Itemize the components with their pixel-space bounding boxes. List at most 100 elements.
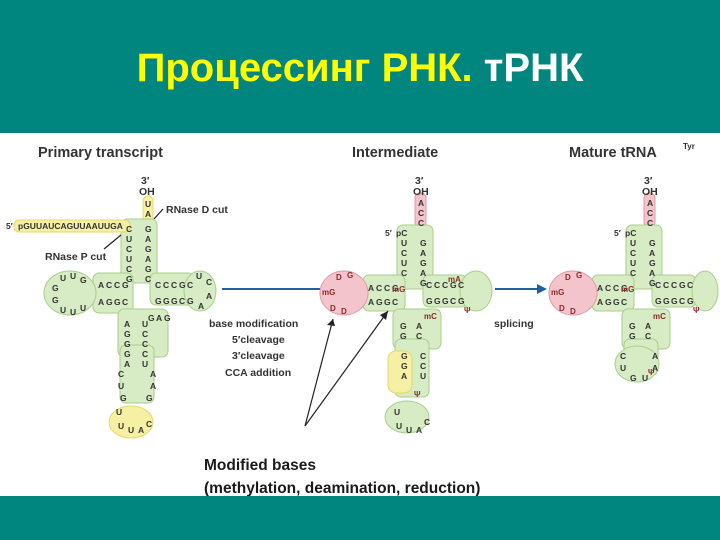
svg-text:Ψ: Ψ (693, 306, 700, 315)
svg-text:A: A (416, 425, 422, 435)
svg-text:G: G (155, 296, 162, 306)
svg-text:C: C (206, 277, 212, 287)
svg-text:A: A (368, 297, 374, 307)
svg-text:A: A (649, 268, 655, 278)
svg-text:C: C (450, 296, 456, 306)
modified-pointer-2-head (380, 311, 388, 320)
svg-text:D: D (565, 273, 571, 282)
intermediate-d-loop (319, 270, 369, 316)
svg-text:mG: mG (392, 285, 405, 294)
anticodon-stem (119, 344, 155, 404)
svg-text:U: U (142, 319, 148, 329)
svg-text:U: U (196, 271, 202, 281)
step-3-cleavage: 3′cleavage (232, 350, 285, 362)
svg-text:G: G (663, 296, 670, 306)
svg-text:G: G (401, 351, 408, 361)
svg-text:C: C (418, 218, 424, 228)
diagram-panel: Primary transcript Intermediate Mature t… (0, 133, 720, 496)
intermediate-acceptor-stem (396, 224, 434, 290)
step-cca-addition: CCA addition (225, 367, 291, 379)
svg-text:G: G (126, 274, 133, 284)
svg-text:U: U (620, 363, 626, 373)
rnase-d-label: RNase D cut (166, 204, 228, 216)
slide-title: Процессинг РНК. тРНК (0, 40, 720, 96)
svg-text:G: G (450, 280, 457, 290)
svg-text:A: A (198, 301, 204, 311)
intermediate-label: Intermediate (352, 145, 438, 161)
leader-highlight (13, 219, 131, 233)
t-loop (183, 270, 217, 312)
svg-text:U: U (396, 421, 402, 431)
svg-text:U: U (116, 407, 122, 417)
svg-text:G: G (392, 283, 399, 293)
svg-text:U: U (394, 407, 400, 417)
svg-text:G: G (649, 258, 656, 268)
svg-text:A: A (420, 248, 426, 258)
primary-three-prime: 3′ (141, 175, 150, 187)
intermediate-three-prime: 3′ (415, 175, 424, 187)
leader-sequence: pGUUAUCAGUUAAUUGA (18, 221, 123, 231)
anticodon-loop-highlight (108, 405, 154, 439)
svg-text:C: C (620, 351, 626, 361)
svg-text:C: C (671, 280, 677, 290)
svg-text:C: C (187, 280, 193, 290)
svg-text:mG: mG (322, 288, 335, 297)
svg-text:G: G (146, 393, 153, 403)
svg-text:C: C (179, 296, 185, 306)
svg-text:U: U (642, 373, 648, 383)
svg-text:A: A (645, 321, 651, 331)
svg-text:Ψ: Ψ (464, 306, 471, 315)
svg-text:G: G (384, 297, 391, 307)
intermediate-t-loop (459, 270, 493, 312)
rnase-p-label: RNase P cut (45, 251, 107, 263)
svg-text:U: U (630, 238, 636, 248)
svg-text:G: G (649, 238, 656, 248)
svg-text:G: G (629, 321, 636, 331)
rnase-p-pointer (103, 234, 122, 250)
svg-text:G: G (420, 258, 427, 268)
svg-text:G: G (376, 297, 383, 307)
svg-text:U: U (60, 305, 66, 315)
svg-text:C: C (126, 244, 132, 254)
svg-text:C: C (630, 268, 636, 278)
svg-text:U: U (420, 371, 426, 381)
svg-text:U: U (118, 381, 124, 391)
svg-text:C: C (426, 280, 432, 290)
mature-trna-superscript: Tyr (683, 142, 695, 151)
d-loop (43, 270, 97, 316)
svg-text:A: A (124, 359, 130, 369)
svg-text:C: C (647, 218, 653, 228)
svg-text:G: G (687, 296, 694, 306)
svg-text:C: C (655, 280, 661, 290)
svg-text:A: A (416, 321, 422, 331)
svg-text:G: G (347, 271, 353, 280)
svg-text:G: G (124, 329, 131, 339)
svg-text:U: U (70, 271, 76, 281)
svg-text:mG: mG (621, 285, 634, 294)
svg-text:U: U (630, 258, 636, 268)
svg-text:C: C (126, 264, 132, 274)
svg-text:C: C (420, 351, 426, 361)
svg-text:G: G (164, 313, 171, 323)
svg-text:Ψ: Ψ (414, 390, 421, 399)
svg-text:G: G (679, 280, 686, 290)
svg-text:C: C (605, 283, 611, 293)
svg-text:G: G (187, 296, 194, 306)
svg-text:C: C (146, 419, 152, 429)
svg-text:U: U (128, 425, 134, 435)
svg-text:C: C (163, 280, 169, 290)
mature-oh: OH (642, 186, 658, 198)
svg-text:C: C (142, 349, 148, 359)
svg-text:G: G (80, 275, 87, 285)
svg-text:mG: mG (551, 288, 564, 297)
svg-text:C: C (114, 280, 120, 290)
svg-text:C: C (145, 274, 151, 284)
svg-text:A: A (420, 268, 426, 278)
svg-text:C: C (458, 280, 464, 290)
svg-text:A: A (597, 297, 603, 307)
svg-text:C: C (106, 280, 112, 290)
acceptor-stem (120, 218, 158, 284)
mature-three-prime: 3′ (644, 175, 653, 187)
